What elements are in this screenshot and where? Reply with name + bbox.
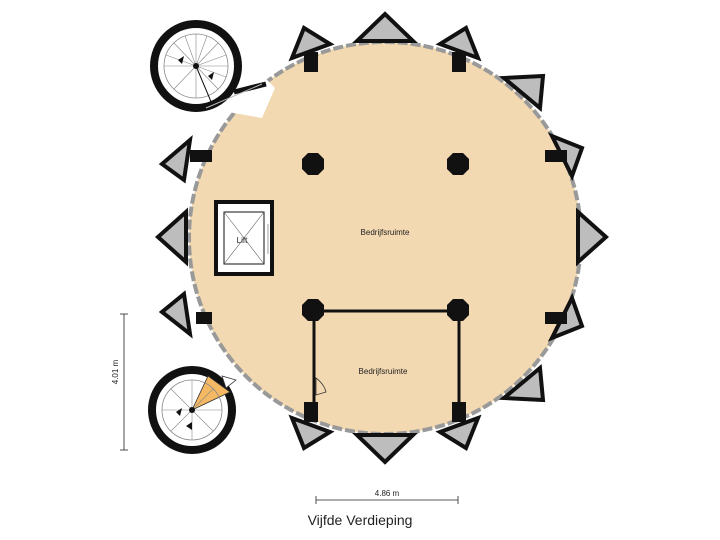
window-bay xyxy=(498,73,546,112)
height-dimension xyxy=(120,313,128,451)
door-swing xyxy=(315,377,327,396)
window-bay xyxy=(158,290,193,339)
floor-title: Vijfde Verdieping xyxy=(307,512,413,528)
stair-tower-bottom xyxy=(148,366,237,454)
room-label-main: Bedrijfsruimte xyxy=(361,228,410,237)
window-bay xyxy=(435,414,482,451)
column xyxy=(302,153,324,175)
window-bay xyxy=(288,25,335,62)
window-bay xyxy=(288,414,335,451)
lift-shaft xyxy=(214,200,274,276)
window-bay xyxy=(435,25,482,62)
room-label-lift: Lift xyxy=(237,236,248,245)
column xyxy=(447,153,469,175)
partition-walls xyxy=(312,309,461,402)
column xyxy=(447,299,469,321)
window-bays xyxy=(154,11,610,465)
height-dimension-label: 4.01 m xyxy=(111,359,120,384)
window-bay xyxy=(576,207,610,267)
wall-pillars xyxy=(190,52,567,422)
window-bay xyxy=(352,433,418,465)
columns xyxy=(302,153,469,321)
window-bay xyxy=(352,11,418,43)
window-bay xyxy=(154,207,188,267)
stair-tower-top xyxy=(150,20,275,118)
window-bay xyxy=(158,134,193,184)
width-dimension xyxy=(315,496,459,504)
room-label-office: Bedrijfsruimte xyxy=(359,367,408,376)
window-bay xyxy=(498,364,546,403)
column xyxy=(302,299,324,321)
width-dimension-label: 4.86 m xyxy=(375,489,400,498)
